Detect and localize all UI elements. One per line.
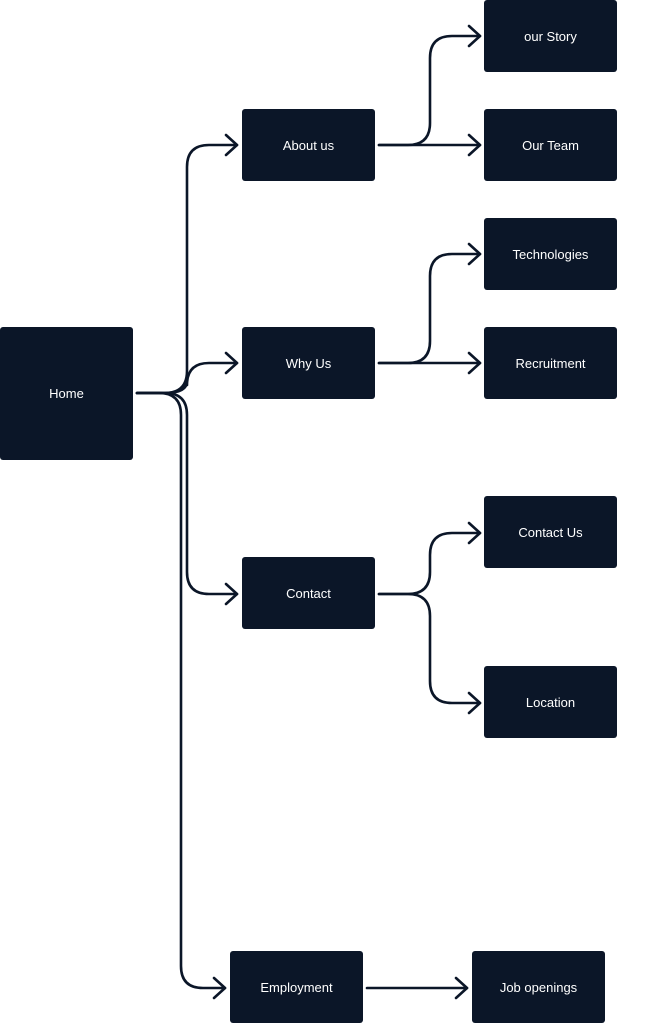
node-recruitment[interactable]: Recruitment (484, 327, 617, 399)
node-job-openings[interactable]: Job openings (472, 951, 605, 1023)
arrowhead-about-us (224, 133, 239, 157)
edge-contact-location (377, 592, 482, 705)
node-home[interactable]: Home (0, 327, 133, 460)
arrowhead-recruitment (467, 351, 482, 375)
arrowhead-why-us (224, 351, 239, 375)
node-technologies[interactable]: Technologies (484, 218, 617, 290)
edge-home-about-us (135, 143, 239, 395)
node-contact-us[interactable]: Contact Us (484, 496, 617, 568)
node-about-us[interactable]: About us (242, 109, 375, 181)
node-employment[interactable]: Employment (230, 951, 363, 1023)
edge-home-why-us (135, 361, 239, 395)
edge-why-us-technologies (377, 252, 482, 365)
arrowhead-location (467, 691, 482, 715)
arrowhead-contact (224, 582, 239, 606)
arrowhead-technologies (467, 242, 482, 266)
edge-about-us-our-story (377, 34, 482, 147)
arrowhead-employment (212, 976, 227, 1000)
edge-home-contact (135, 391, 239, 596)
node-our-story[interactable]: our Story (484, 0, 617, 72)
arrowhead-our-story (467, 24, 482, 48)
edge-home-employment (135, 391, 227, 990)
edge-contact-contact-us (377, 531, 482, 596)
node-contact[interactable]: Contact (242, 557, 375, 629)
node-our-team[interactable]: Our Team (484, 109, 617, 181)
arrowhead-our-team (467, 133, 482, 157)
arrowhead-contact-us (467, 521, 482, 545)
arrowhead-job-openings (454, 976, 469, 1000)
node-location[interactable]: Location (484, 666, 617, 738)
node-why-us[interactable]: Why Us (242, 327, 375, 399)
